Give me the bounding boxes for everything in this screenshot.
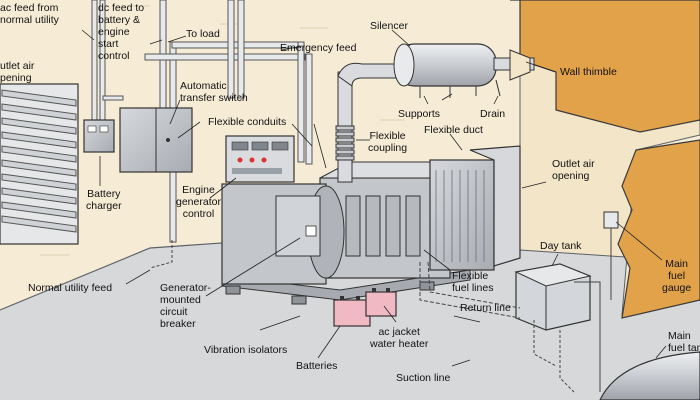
label-flexible-duct: Flexible duct: [424, 124, 483, 136]
drain-line: [495, 79, 501, 97]
exhaust-system: [335, 43, 535, 183]
label-ats: Automatic transfer switch: [180, 80, 248, 104]
flexible-duct: [469, 145, 521, 267]
fuel-lines: [419, 261, 601, 393]
silencer-supports: [419, 86, 477, 98]
label-battery-charger: Battery charger: [86, 188, 122, 212]
label-outlet-air-left: utlet air pening: [0, 60, 35, 84]
label-vibration-isolators: Vibration isolators: [204, 344, 288, 356]
label-ac-jacket-heater: ac jacket water heater: [370, 326, 429, 350]
label-drain: Drain: [480, 108, 506, 120]
label-wall-thimble: Wall thimble: [560, 66, 617, 78]
label-ac-feed: ac feed from normal utility: [0, 2, 59, 26]
label-silencer: Silencer: [370, 20, 408, 32]
wall-opening-outside: [510, 0, 700, 133]
label-supports: Supports: [398, 108, 441, 120]
label-main-fuel-tank: Main fuel tan: [668, 330, 700, 354]
batteries: [333, 288, 397, 327]
main-fuel-gauge: [603, 211, 619, 300]
battery-charger: [83, 119, 115, 153]
day-tank: [514, 263, 592, 331]
label-main-fuel-gauge: Main fuel gauge: [662, 258, 692, 294]
label-batteries: Batteries: [296, 360, 338, 372]
label-flexible-fuel-lines: Flexible fuel lines: [452, 270, 494, 294]
outside-cutaway: [617, 139, 700, 319]
label-flexible-coupling: Flexible coupling: [368, 130, 408, 154]
flexible-coupling: [335, 125, 355, 161]
radiator: [429, 159, 495, 271]
engine-generator-control-panel: [225, 135, 295, 183]
left-louver: [0, 83, 79, 245]
label-suction-line: Suction line: [396, 372, 451, 384]
generator-set: [221, 135, 521, 305]
label-emergency-feed: Emergency feed: [280, 42, 357, 54]
normal-utility-feed-line: [149, 240, 173, 269]
leader-lines: [81, 29, 667, 367]
label-normal-utility-feed: Normal utility feed: [28, 282, 113, 294]
label-return-line: Return line: [460, 302, 511, 314]
label-engine-generator-control: Engine generator control: [176, 184, 221, 220]
label-outlet-air-right: Outlet air opening: [552, 158, 595, 182]
label-generator-breaker: Generator- mounted circuit breaker: [160, 282, 211, 330]
label-day-tank: Day tank: [540, 240, 582, 252]
label-dc-feed: dc feed to battery & engine start contro…: [98, 2, 145, 62]
wall-thimble: [509, 49, 531, 81]
automatic-transfer-switch: [119, 107, 193, 173]
label-flexible-conduits: Flexible conduits: [208, 116, 287, 128]
label-to-load: To load: [186, 28, 220, 40]
